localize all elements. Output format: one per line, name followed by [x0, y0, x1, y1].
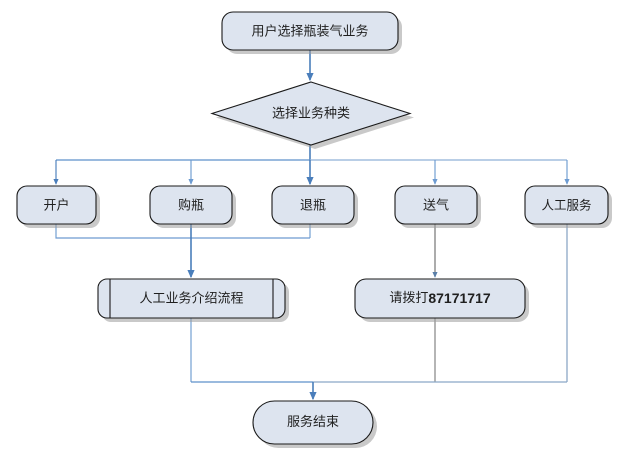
- node-option-manual-service[interactable]: 人工服务: [524, 185, 612, 228]
- node-call-number-prefix: 请拨打: [389, 290, 428, 305]
- node-start-label: 用户选择瓶装气业务: [251, 23, 368, 38]
- node-option-deliver-gas[interactable]: 送气: [394, 185, 481, 228]
- node-option-buy-bottle-label: 购瓶: [178, 197, 204, 212]
- node-manual-process-label: 人工业务介绍流程: [139, 290, 243, 305]
- node-decision-box: [210, 81, 412, 146]
- node-end-label: 服务结束: [287, 414, 339, 429]
- node-option-return-bottle-label: 退瓶: [300, 197, 326, 212]
- node-option-deliver-gas-label: 送气: [423, 197, 449, 212]
- node-end-box: [252, 400, 374, 445]
- edge-open-account-to-merge: [55, 224, 310, 239]
- node-option-return-bottle[interactable]: 退瓶: [271, 185, 358, 228]
- node-start[interactable]: 用户选择瓶装气业务: [221, 11, 402, 54]
- node-end[interactable]: 服务结束: [252, 400, 377, 448]
- node-decision-label: 选择业务种类: [272, 105, 350, 120]
- node-option-open-account-label: 开户: [43, 197, 69, 212]
- node-call-number-box: [354, 278, 526, 319]
- node-start-box: [221, 11, 399, 51]
- node-option-return-bottle-box: [271, 185, 355, 225]
- node-option-manual-service-label: 人工服务: [541, 197, 591, 212]
- node-option-manual-service-box: [524, 185, 609, 225]
- node-option-buy-bottle[interactable]: 购瓶: [149, 185, 236, 228]
- edge-layer: [53, 50, 570, 401]
- node-call-number-label: 请拨打87171717: [389, 290, 491, 306]
- node-manual-process[interactable]: 人工业务介绍流程: [97, 278, 289, 322]
- node-option-open-account[interactable]: 开户: [16, 185, 100, 228]
- node-option-open-account-box: [16, 185, 97, 225]
- node-call-number[interactable]: 请拨打87171717: [354, 278, 529, 322]
- node-decision[interactable]: 选择业务种类: [210, 81, 414, 149]
- node-option-deliver-gas-box: [394, 185, 478, 225]
- node-call-number-phone: 87171717: [428, 290, 491, 306]
- node-manual-process-box: [97, 278, 286, 319]
- node-option-buy-bottle-box: [149, 185, 233, 225]
